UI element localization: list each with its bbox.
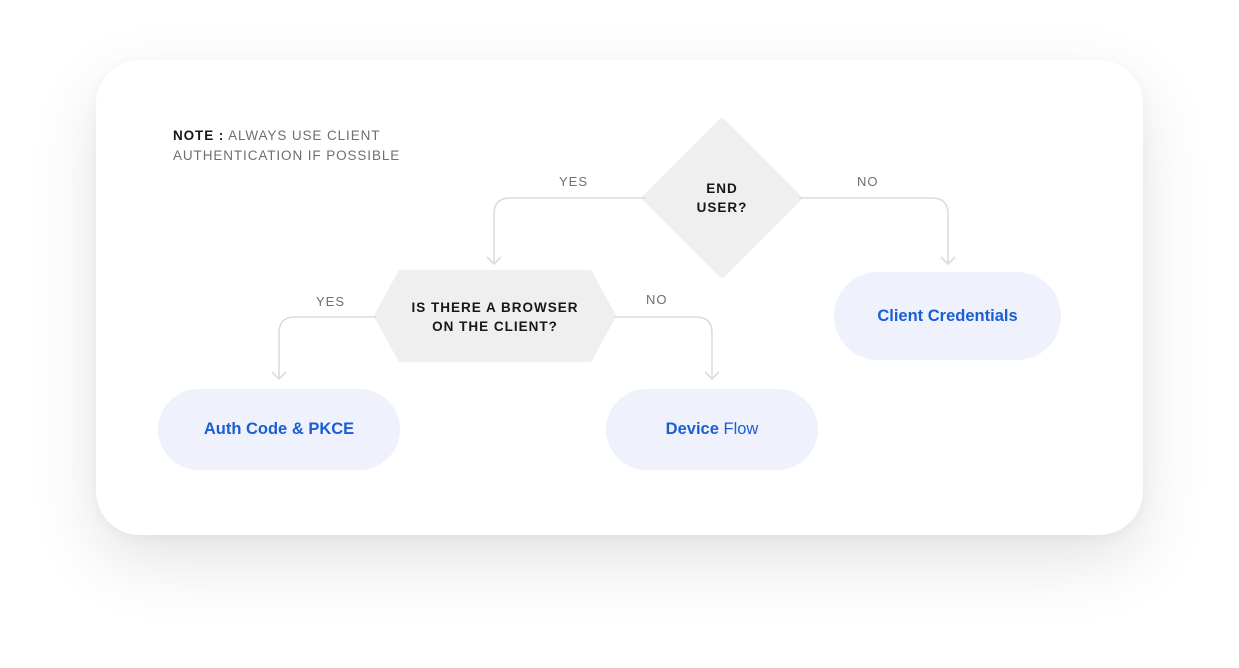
- outcome-client-credentials[interactable]: Client Credentials: [834, 272, 1061, 360]
- outcome-client-credentials-label: Client Credentials: [877, 306, 1018, 325]
- outcome-device-flow-label-bold: Device: [665, 420, 719, 438]
- browser-question: IS THERE A BROWSER ON THE CLIENT?: [411, 300, 579, 334]
- edge-label-end-user-yes: YES: [559, 174, 589, 189]
- edge-label-browser-no: NO: [646, 292, 668, 307]
- outcome-auth-code-label: Auth Code & PKCE: [203, 420, 355, 438]
- end-user-question: END USER?: [696, 181, 748, 215]
- edge-label-browser-yes: YES: [316, 294, 346, 309]
- outcome-device-flow[interactable]: Device Flow: [606, 389, 818, 470]
- note-body: ALWAYS USE CLIENT AUTHENTICATION IF POSS…: [173, 128, 401, 163]
- outcome-device-flow-label-rest: Flow: [723, 420, 759, 438]
- edge-label-end-user-no: NO: [857, 174, 879, 189]
- note-heading: NOTE :: [173, 128, 225, 143]
- note-text: NOTE : ALWAYS USE CLIENT AUTHENTICATION …: [173, 126, 473, 166]
- outcome-auth-code-pkce[interactable]: Auth Code & PKCE: [158, 389, 400, 470]
